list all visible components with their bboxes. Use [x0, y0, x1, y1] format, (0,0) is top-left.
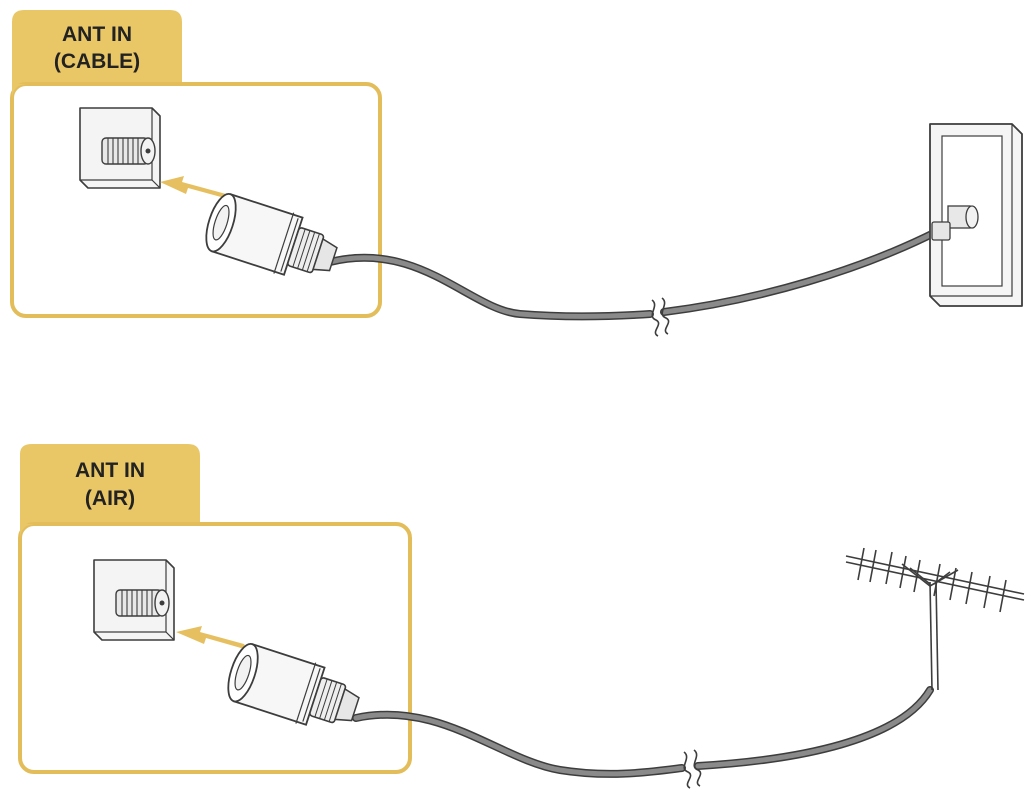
- cable-label-line2: (CABLE): [54, 50, 140, 73]
- cable-label-line1: ANT IN: [62, 23, 132, 46]
- antenna-icon: [845, 547, 1025, 691]
- cable-break-icon: [651, 299, 660, 337]
- coax-port-icon: [79, 107, 161, 189]
- coax-port-icon: [93, 559, 175, 641]
- air-port-panel: [18, 522, 412, 774]
- air-label-line2: (AIR): [85, 487, 135, 510]
- insert-arrow-icon: [160, 176, 232, 200]
- cable-label-tab: [12, 10, 182, 84]
- air-section: ANT IN (AIR): [18, 444, 1025, 789]
- air-label-tab: [20, 444, 200, 524]
- wall-outlet-icon: [929, 123, 1023, 307]
- air-label-line1: ANT IN: [75, 459, 145, 482]
- cable-break-icon: [683, 751, 692, 789]
- insert-arrow-icon: [176, 626, 248, 650]
- cable-section: ANT IN (CABLE): [10, 10, 1023, 337]
- cable-port-panel: [10, 82, 382, 318]
